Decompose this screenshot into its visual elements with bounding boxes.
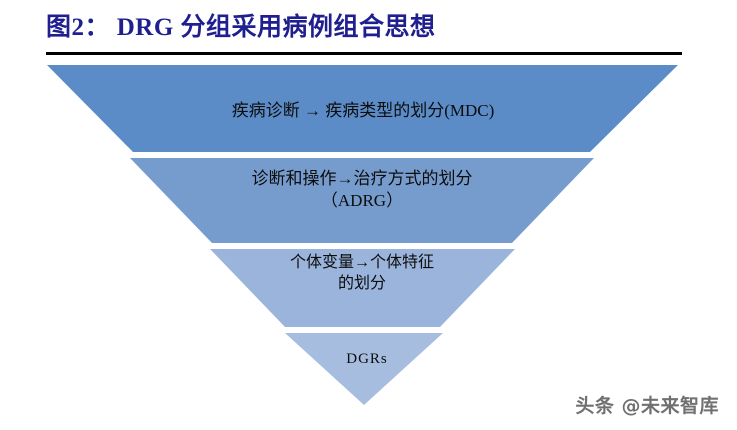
watermark: 头条 @未来智库 — [575, 395, 719, 417]
figure-title-block: 图2： DRG 分组采用病例组合思想 — [0, 0, 737, 60]
page-title: 图2： DRG 分组采用病例组合思想 — [46, 14, 436, 41]
funnel-layer-1-shape[interactable] — [47, 65, 678, 152]
title-divider — [46, 52, 682, 55]
funnel-diagram: 疾病诊断 → 疾病类型的划分(MDC) 诊断和操作→治疗方式的划分 （ADRG）… — [0, 60, 737, 410]
funnel-layer-3-shape[interactable] — [210, 249, 515, 327]
funnel-svg — [47, 65, 678, 405]
funnel-layer-4-shape[interactable] — [285, 333, 443, 405]
funnel-layer-2-shape[interactable] — [130, 158, 594, 243]
